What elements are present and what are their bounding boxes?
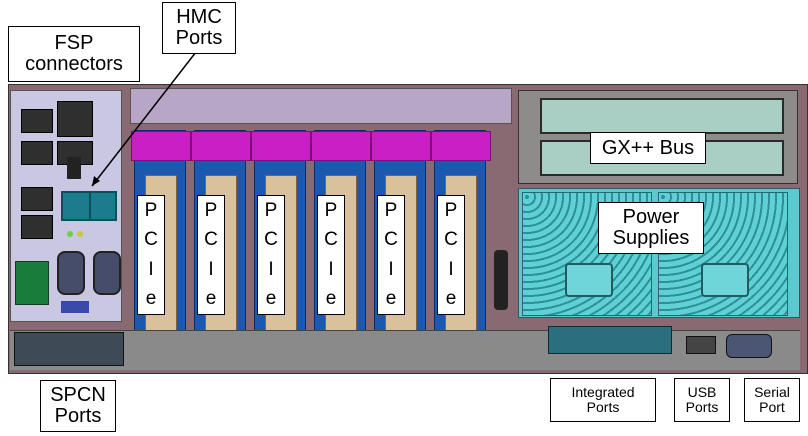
pcie-card-top [131,131,191,161]
pcie-card-top [251,131,311,161]
serial-connector [57,251,85,295]
spcn-ports[interactable] [14,332,124,366]
serial-connector [93,251,121,295]
power-supplies-label: Power Supplies [598,202,704,254]
integrated-ports[interactable] [548,326,672,354]
cable-post [494,250,508,310]
hmc-arrow-head [92,176,100,186]
fsp-connector [57,101,93,137]
fsp-connector [21,109,53,133]
gx-bus-label: GX++ Bus [590,132,706,164]
hmc-ports-label: HMC Ports [162,2,236,54]
fsp-connector [57,141,93,165]
serial-port[interactable] [726,334,772,358]
spcn-ports-label: SPCN Ports [40,380,116,432]
usb-ports[interactable] [686,336,716,354]
fsp-connector [21,187,53,211]
hmc-arrow-line [91,51,197,187]
power-inlet-1[interactable] [565,263,613,297]
usb-connector [67,157,81,179]
blue-label [61,301,89,313]
pcie-card-top [311,131,371,161]
power-inlet-2[interactable] [701,263,749,297]
status-led [77,231,83,237]
serial-port-label: Serial Port [744,378,800,422]
usb-ports-label: USB Ports [674,378,730,422]
top-cable-bay [130,88,512,124]
green-module [15,261,49,305]
hmc-port-2[interactable] [89,191,117,221]
fsp-panel [10,90,122,322]
integrated-ports-label: Integrated Ports [550,378,656,422]
fsp-connector [21,215,53,239]
status-led [67,231,73,237]
pcie-card-top [431,131,491,161]
pcie-card-top [371,131,431,161]
fsp-connector [21,141,53,165]
fsp-connectors-label: FSP connectors [8,26,140,82]
pcie-card-top [191,131,251,161]
